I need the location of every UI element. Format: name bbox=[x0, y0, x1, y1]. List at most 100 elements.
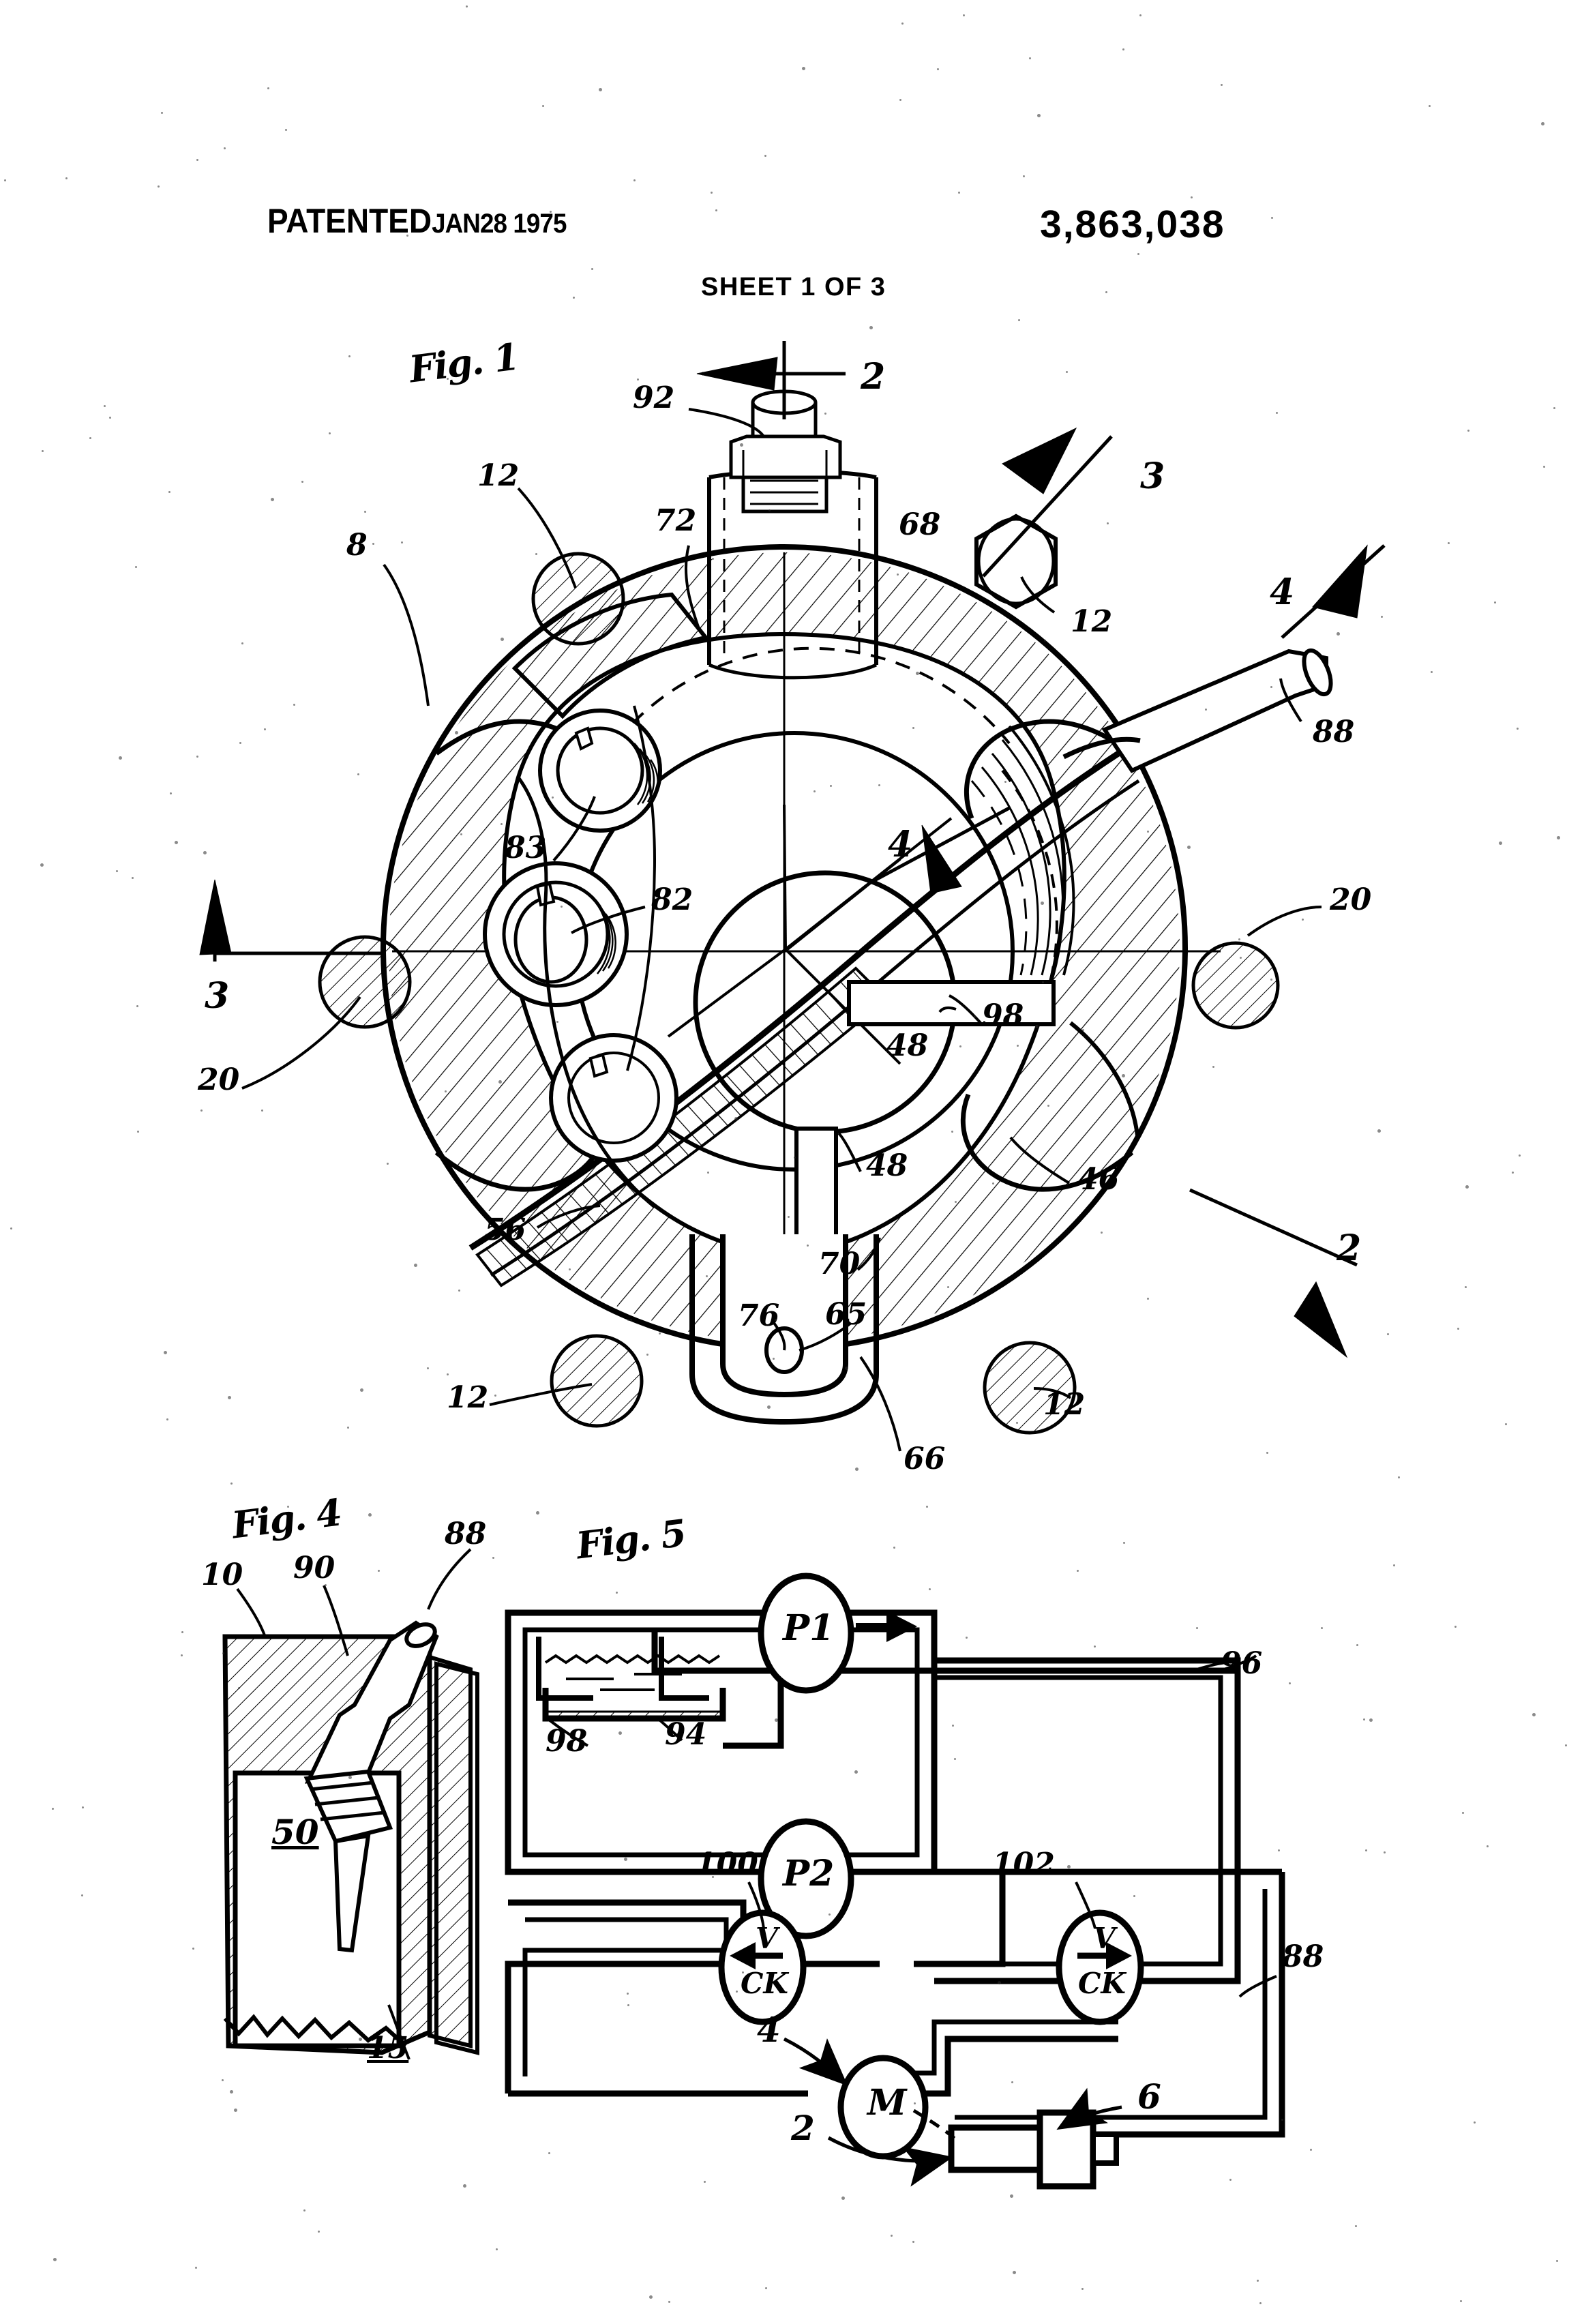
hex-nut-upper-right bbox=[974, 513, 1058, 610]
hidden-arc-2 bbox=[1001, 769, 1058, 983]
bolt-hole-left bbox=[318, 935, 412, 1029]
small-hole-65 bbox=[764, 1326, 804, 1374]
check-valve-102-ck-label: CK bbox=[1078, 1967, 1126, 2000]
circuit-box-mid2 bbox=[914, 1872, 1006, 1967]
fig5-plain-leaders bbox=[548, 1654, 1277, 1998]
section-label-3-topright: 3 bbox=[1140, 456, 1165, 497]
ref-92: 92 bbox=[633, 381, 675, 415]
ref-48-b: 48 bbox=[866, 1148, 908, 1183]
bolt-hole-group bbox=[318, 552, 1280, 1435]
circuit-box-left-lower-inner bbox=[522, 1917, 729, 2076]
ref-88-b: 88 bbox=[445, 1517, 487, 1551]
section-arrow-2-bottomright bbox=[1189, 1188, 1358, 1358]
ref-46: 46 bbox=[1077, 1162, 1120, 1197]
pad-scallop-upper-right bbox=[964, 719, 1134, 820]
ref-100: 100 bbox=[696, 1847, 758, 1881]
casting-inner-profile bbox=[502, 631, 1066, 1257]
figure-5-caption: Fig. 5 bbox=[574, 1511, 687, 1568]
pad-scallop-upper-left bbox=[434, 719, 608, 820]
section-label-2-top: 2 bbox=[861, 356, 886, 398]
port-boss-lower bbox=[549, 1033, 678, 1163]
ref-70: 70 bbox=[818, 1247, 861, 1281]
block-body-hatched bbox=[222, 1634, 432, 2055]
ref-8: 8 bbox=[346, 528, 368, 563]
ref-12-b: 12 bbox=[1071, 604, 1113, 639]
ref-48-a: 48 bbox=[886, 1028, 929, 1063]
outlet-tube-88 bbox=[1062, 648, 1333, 773]
port-boss-82 bbox=[483, 861, 629, 1007]
figure-4-assembly bbox=[222, 1620, 479, 2055]
break-wedge-hatched bbox=[475, 966, 889, 1287]
pad-scallop-lower-left bbox=[434, 1093, 608, 1192]
bolt-hole-upper-right bbox=[1191, 941, 1280, 1030]
figure-4-caption: Fig. 4 bbox=[230, 1491, 343, 1547]
figure-5-caption-text: Fig. 5 bbox=[573, 1510, 688, 1568]
port-boss-83-upper bbox=[538, 709, 662, 833]
ref-76: 76 bbox=[738, 1298, 780, 1333]
reservoir-94 bbox=[536, 1637, 726, 1722]
patent-date: JAN28 1975 bbox=[432, 209, 567, 239]
fig1-section-arrows bbox=[199, 341, 1386, 1358]
rotor-bore-inner bbox=[693, 870, 957, 1135]
circuit-motor-right-feed2 bbox=[907, 2019, 1118, 2076]
section-arrow-4-right bbox=[1281, 544, 1386, 639]
fig5-leaders bbox=[783, 2037, 1122, 2187]
bolt-hole-upper-left bbox=[531, 552, 625, 646]
ref-12-d: 12 bbox=[1043, 1387, 1086, 1422]
circuit-right-return bbox=[955, 1872, 1285, 2138]
actuator-6 bbox=[948, 2109, 1119, 2190]
ref-20-a: 20 bbox=[1330, 882, 1372, 917]
break-line-diagonal-2 bbox=[490, 779, 1140, 1277]
patent-number: 3,863,038 bbox=[1040, 203, 1225, 246]
ref-65: 65 bbox=[825, 1297, 867, 1332]
ref-4: 4 bbox=[757, 2010, 781, 2050]
block-right-wedge bbox=[428, 1654, 473, 2049]
ref-96: 96 bbox=[1221, 1646, 1263, 1681]
p1-flow-arrow bbox=[856, 1611, 917, 1642]
check-valve-100-ck-label: CK bbox=[741, 1967, 788, 2000]
ref-2: 2 bbox=[791, 2108, 815, 2148]
ref-66: 66 bbox=[904, 1442, 946, 1476]
section-arrow-2-top bbox=[696, 341, 846, 419]
ref-6: 6 bbox=[1137, 2076, 1161, 2117]
pump-p1-label: P1 bbox=[783, 1607, 835, 1649]
face-ring-1 bbox=[1008, 725, 1075, 976]
face-ring-3 bbox=[991, 753, 1051, 976]
check-valve-100-v-label: V bbox=[756, 1922, 778, 1955]
ref-12-a: 12 bbox=[477, 458, 520, 493]
check-valve-102-v-label: V bbox=[1093, 1922, 1116, 1955]
motor-label: M bbox=[867, 2082, 907, 2124]
ref-68: 68 bbox=[899, 507, 941, 542]
ref-56: 56 bbox=[484, 1212, 526, 1247]
circuit-motor-right-feed bbox=[893, 2036, 1118, 2097]
screw-92 bbox=[729, 389, 842, 513]
ref-20-b: 20 bbox=[198, 1062, 240, 1097]
section-label-4-center: 4 bbox=[888, 824, 913, 865]
figure-1-caption: Fig. 1 bbox=[407, 335, 520, 391]
sheet-number-label: SHEET 1 OF 3 bbox=[701, 273, 886, 301]
section-arrow-3-topright bbox=[982, 427, 1113, 578]
ref-50: 50 bbox=[271, 1812, 319, 1852]
ref-15: 15 bbox=[367, 2031, 409, 2066]
section-label-3-left: 3 bbox=[205, 975, 230, 1017]
circuit-box-upper-right-inner bbox=[934, 1675, 1223, 1967]
ref-102: 102 bbox=[992, 1847, 1055, 1881]
ref-83: 83 bbox=[505, 831, 547, 865]
fig4-leader-lines bbox=[236, 1548, 472, 2060]
circuit-box-left-lower bbox=[505, 1899, 747, 2094]
fig1-leader-lines bbox=[241, 408, 1322, 1452]
ref-90: 90 bbox=[293, 1551, 335, 1585]
ref-98-fig5: 98 bbox=[546, 1724, 588, 1759]
section-label-4-right: 4 bbox=[1270, 571, 1295, 613]
ref-88-c: 88 bbox=[1282, 1939, 1324, 1974]
ref-12-c: 12 bbox=[447, 1380, 489, 1415]
figure-4-caption-text: Fig. 4 bbox=[229, 1490, 344, 1547]
face-ring-2 bbox=[1001, 739, 1064, 976]
bolt-hole-lower-left bbox=[550, 1334, 644, 1428]
section-arrow-3-left bbox=[199, 879, 382, 962]
flange-notch-right bbox=[1069, 1021, 1139, 1136]
face-ring-4 bbox=[981, 766, 1039, 976]
figure-1-caption-text: Fig. 1 bbox=[406, 334, 521, 391]
